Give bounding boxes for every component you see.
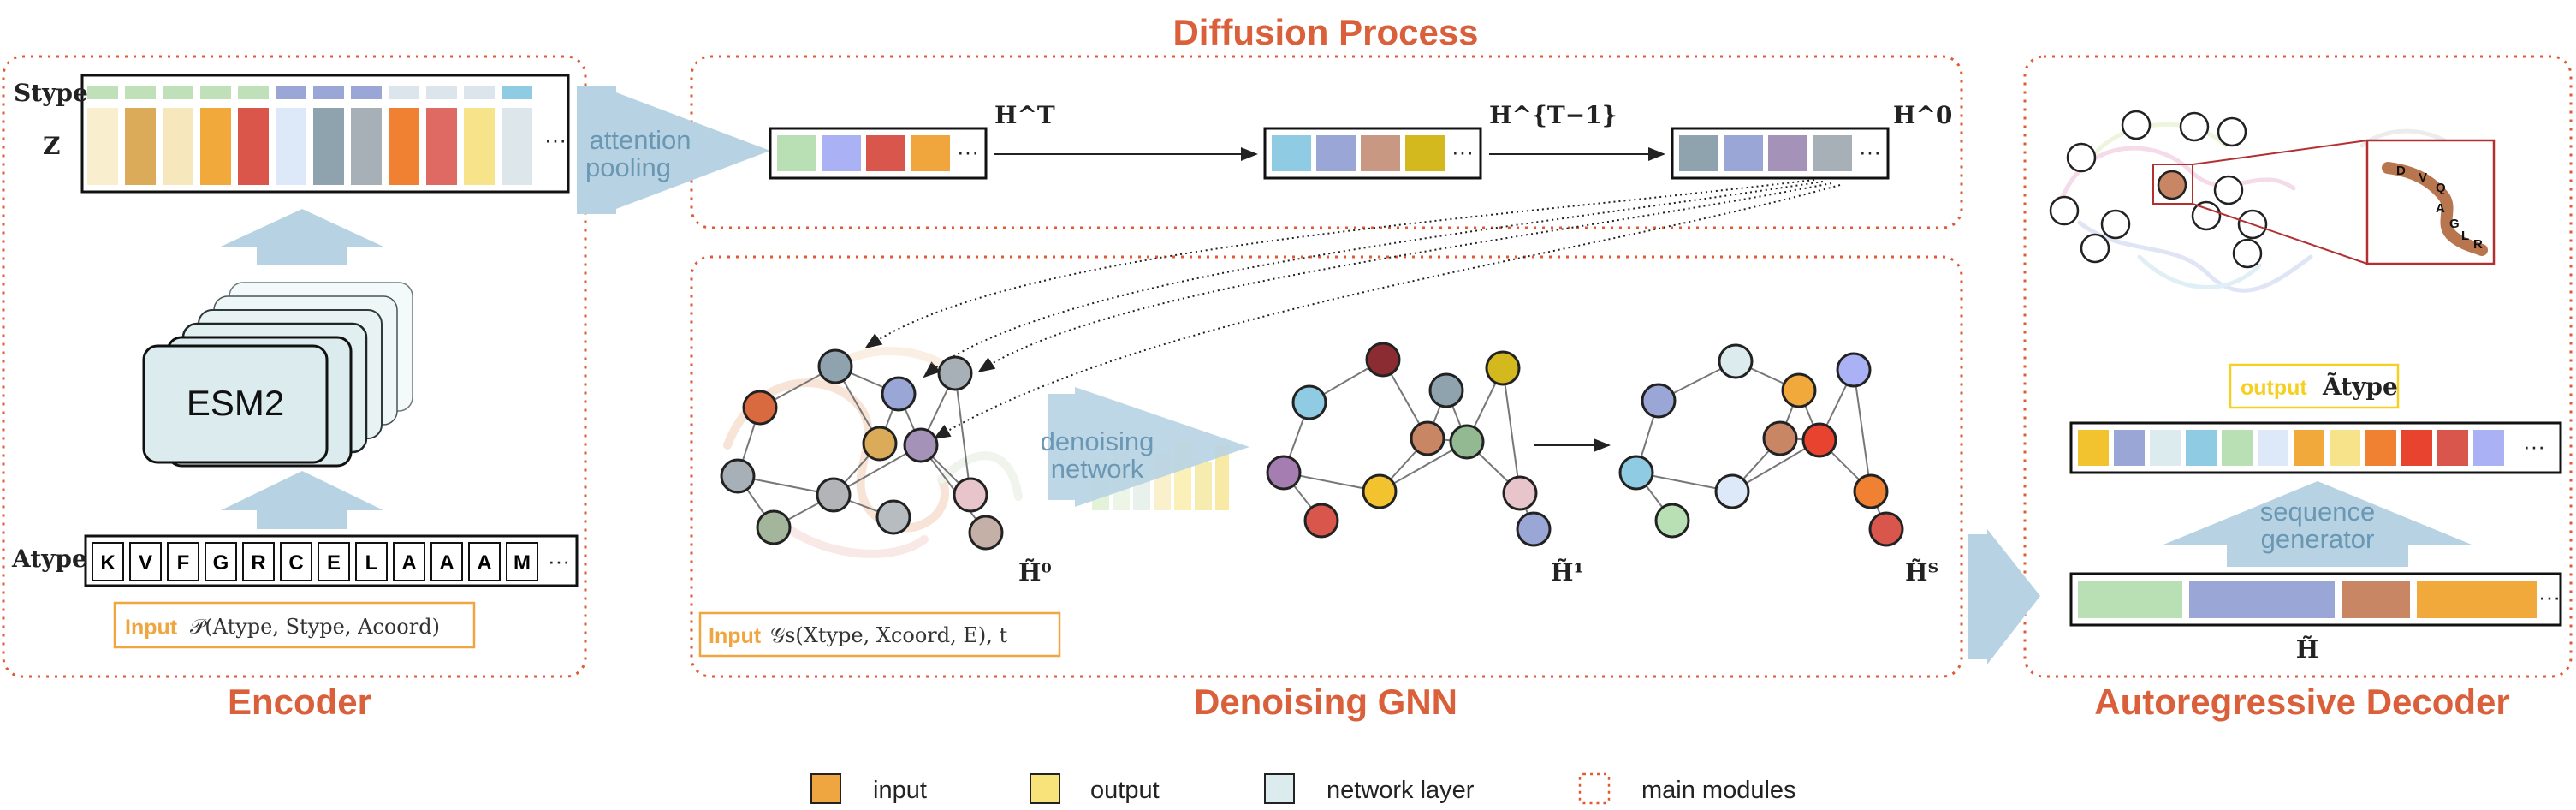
decoder-output-box xyxy=(2229,363,2400,409)
diffusion-h0: ··· xyxy=(1671,127,1890,180)
residue-letter: Q xyxy=(2436,181,2446,195)
decoder-graph-nodes xyxy=(2049,110,2268,269)
legend-label-input: input xyxy=(873,777,927,804)
legend-swatch-network-layer xyxy=(1264,773,1295,804)
residue-chain xyxy=(2382,162,2488,256)
h0-label: H^0 xyxy=(1893,101,1952,129)
residue-letters: D V Q A G L R xyxy=(2396,164,2483,252)
legend-swatch-input xyxy=(810,773,841,804)
hT-1-label: H^{T−1} xyxy=(1489,101,1617,129)
s-type-label: Stype xyxy=(14,79,88,107)
graph-h0-label: H̃⁰ xyxy=(1018,558,1052,587)
legend-swatch-output xyxy=(1030,773,1060,804)
graph-h1-nodes xyxy=(1266,342,1552,547)
token: C xyxy=(288,551,303,575)
residue-letter: D xyxy=(2396,164,2406,178)
z-label: Z xyxy=(43,132,60,160)
residue-letter: G xyxy=(2449,217,2460,231)
decoder-output-tag: output xyxy=(2241,376,2307,400)
diffusion-hT-1: ··· xyxy=(1263,127,1482,180)
encoder-input-box xyxy=(113,601,476,649)
attention-pooling-arrow xyxy=(577,86,770,214)
token: F xyxy=(177,551,190,575)
denoising-network-arrow xyxy=(1048,387,1249,510)
encoder-input-tag: Input xyxy=(125,616,178,640)
zoom-source-box xyxy=(2152,164,2193,205)
encoder-title: Encoder xyxy=(228,682,371,722)
token: A xyxy=(439,551,454,575)
diffusion-hT: ··· xyxy=(769,127,988,180)
graph-h0-nodes xyxy=(720,348,1004,551)
legend-label-main-modules: main modules xyxy=(1641,777,1796,804)
encoder-up-arrow-bottom xyxy=(221,471,383,529)
zoom-line-bottom xyxy=(2192,203,2368,265)
token: A xyxy=(401,551,416,575)
gnn-to-decoder-arrow xyxy=(1968,529,2040,664)
token: K xyxy=(100,551,116,575)
hT-ellipsis: ··· xyxy=(957,139,979,164)
embedding-matrix: ··· xyxy=(80,74,570,194)
denoising-gnn-title: Denoising GNN xyxy=(1194,682,1457,722)
esm2-label: ESM2 xyxy=(187,383,284,423)
attention-pooling-label-2: pooling xyxy=(585,152,671,182)
a-type-tokens: K V F G R C E L A A A M ··· xyxy=(92,542,570,581)
decoder-module-frame xyxy=(2023,55,2573,678)
graph-h1-label: H̃¹ xyxy=(1551,558,1584,587)
diffusion-title: Diffusion Process xyxy=(1172,12,1478,52)
a-type-label: Atype xyxy=(11,545,87,573)
residue-letter: A xyxy=(2436,201,2445,216)
token: G xyxy=(213,551,229,575)
legend: input output network layer main modules xyxy=(810,772,1796,805)
output-ellipsis: ··· xyxy=(2523,433,2545,459)
s-type-row xyxy=(87,86,532,99)
token-ellipsis: ··· xyxy=(548,548,570,574)
decoder-output-symbol: Ãtype xyxy=(2322,372,2398,401)
token: V xyxy=(139,551,152,575)
legend-swatch-main-modules xyxy=(1578,772,1611,805)
hT-label: H^T xyxy=(994,101,1055,129)
hT-1-ellipsis: ··· xyxy=(1451,139,1474,164)
residue-letter: L xyxy=(2461,229,2469,243)
denoising-input-tag: Input xyxy=(709,624,762,648)
zoom-line-top xyxy=(2192,140,2368,165)
output-sequence-cells: ··· xyxy=(2078,430,2545,466)
denoising-network-label-1: denoising xyxy=(1041,426,1154,456)
sequence-generator-label-2: generator xyxy=(2261,524,2375,554)
token: R xyxy=(251,551,265,575)
encoder-module-frame xyxy=(2,55,587,678)
decoder-title: Autoregressive Decoder xyxy=(2094,682,2510,722)
denoising-module-frame xyxy=(690,255,1963,678)
h-tilde-ellipsis: ··· xyxy=(2538,584,2561,610)
sequence-generator-arrow xyxy=(2163,481,2472,567)
attention-pooling-label-1: attention xyxy=(590,125,691,155)
diffusion-module-frame xyxy=(690,55,1963,229)
sequence-generator-label-1: sequence xyxy=(2260,497,2375,527)
h-tilde-segments: ··· xyxy=(2078,581,2561,618)
legend-label-network-layer: network layer xyxy=(1327,777,1475,804)
token: L xyxy=(365,551,378,575)
graph-hT-label: H̃ᵀ xyxy=(1905,558,1938,587)
esm2-stack xyxy=(142,282,413,468)
legend-label-output: output xyxy=(1090,777,1160,804)
encoder-up-arrow-top xyxy=(221,209,383,265)
denoising-network-label-2: network xyxy=(1051,454,1144,484)
token: M xyxy=(513,551,531,575)
denoising-input-box xyxy=(698,611,1061,658)
residue-letter: R xyxy=(2473,237,2483,252)
z-ellipsis: ··· xyxy=(544,127,567,152)
graph-hT-nodes xyxy=(1618,343,1904,547)
h-tilde-label: H̃ xyxy=(2296,635,2318,664)
token: A xyxy=(477,551,491,575)
h0-ellipsis: ··· xyxy=(1859,139,1881,164)
h0-to-graph-links xyxy=(864,179,1841,440)
token: E xyxy=(327,551,341,575)
denoising-input-formula: 𝒢s(Xtype, Xcoord, E), t xyxy=(770,623,1008,647)
residue-letter: V xyxy=(2419,170,2427,185)
encoder-input-formula: 𝒫(Atype, Stype, Acoord) xyxy=(190,615,440,639)
esm2-box xyxy=(142,344,329,464)
z-row xyxy=(87,108,532,185)
